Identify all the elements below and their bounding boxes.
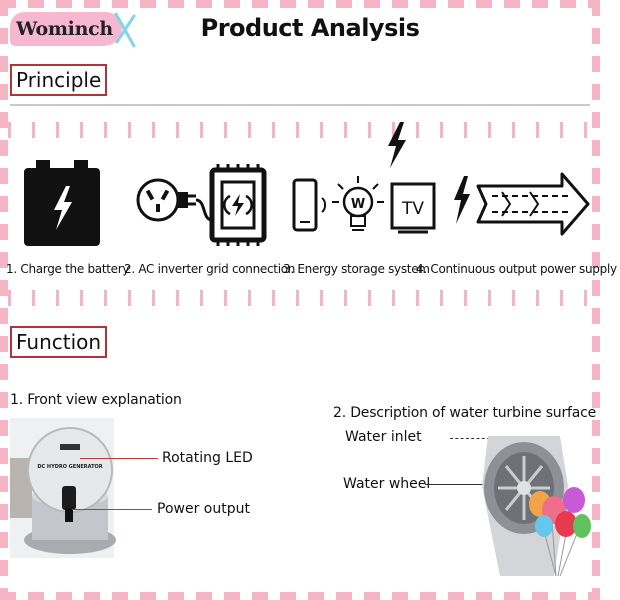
generator-front-photo: DC HYDRO GENERATOR — [10, 418, 116, 558]
step-caption-4: 4. Continuous output power supply — [416, 262, 617, 276]
border-top — [0, 0, 600, 8]
callout-line-wheel — [425, 484, 501, 485]
brand-name: Wominch — [16, 18, 113, 40]
lightning-icon — [454, 176, 470, 224]
bulb-label: W — [351, 197, 365, 212]
section-divider — [10, 104, 590, 106]
turbine-photo — [470, 426, 592, 584]
tv-icon: TV — [390, 182, 436, 234]
step-caption-1: 1. Charge the battery — [6, 262, 130, 276]
border-right — [592, 0, 600, 600]
callout-rotating-led: Rotating LED — [162, 450, 253, 466]
lightbulb-icon: W — [332, 176, 384, 231]
brand-logo: Wominch — [10, 12, 136, 48]
principle-heading: Principle — [10, 64, 108, 96]
step-caption-3: 3. Energy storage system — [283, 262, 430, 276]
turbine-title: 2. Description of water turbine surface — [333, 405, 597, 421]
callout-line-output — [72, 509, 152, 510]
border-bottom — [0, 592, 600, 600]
callout-line-led — [80, 458, 158, 459]
phone-bulb-tv-icon: W TV — [292, 122, 436, 234]
arrow-flow-icon — [454, 172, 590, 236]
dash-row-top — [8, 122, 592, 138]
callout-power-output: Power output — [157, 501, 250, 517]
dash-row-bottom — [8, 290, 592, 306]
page-title: Product Analysis — [200, 14, 420, 42]
callout-water-inlet: Water inlet — [345, 429, 422, 445]
callout-line-inlet — [450, 438, 490, 439]
tv-label: TV — [401, 199, 424, 219]
lightning-icon — [388, 122, 406, 168]
device-label: DC HYDRO GENERATOR — [37, 464, 102, 470]
balloons-decoration — [529, 487, 591, 577]
battery-icon — [24, 160, 100, 246]
step-caption-2: 2. AC inverter grid connection — [124, 262, 296, 276]
function-heading: Function — [10, 326, 108, 358]
plug-inverter-icon — [136, 164, 267, 246]
callout-water-wheel: Water wheel — [343, 476, 431, 492]
brand-brush-stroke — [10, 12, 122, 46]
border-left — [0, 0, 8, 600]
front-view-title: 1. Front view explanation — [10, 392, 182, 408]
brand-cross-icon — [114, 12, 136, 48]
